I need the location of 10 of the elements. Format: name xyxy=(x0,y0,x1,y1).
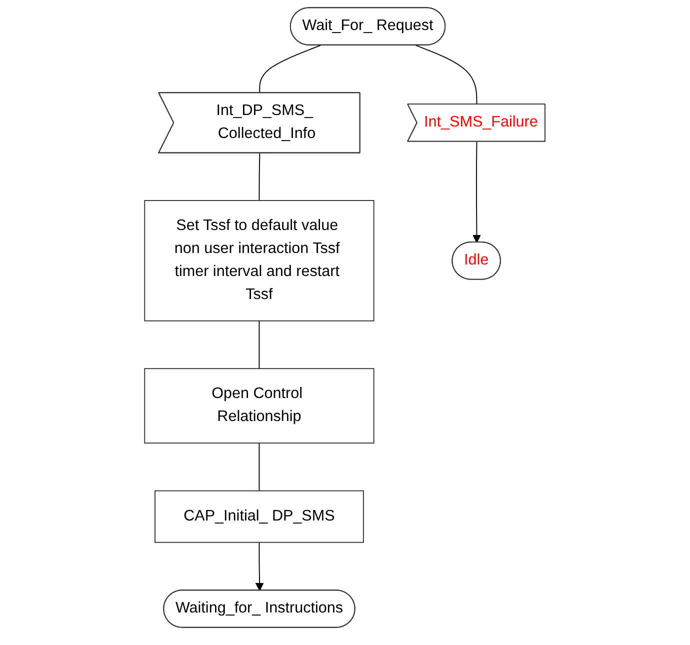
connector xyxy=(258,442,260,492)
connector xyxy=(416,44,478,106)
node-box: CAP_Initial_ DP_SMS xyxy=(154,490,364,543)
node-box: Open Control Relationship xyxy=(144,368,374,444)
connector xyxy=(259,44,322,94)
arrow xyxy=(472,141,482,243)
connector xyxy=(258,320,260,370)
arrow xyxy=(256,542,264,591)
node-box: Set Tssf to default value non user interaction Tssf timer interval and restart Tssf xyxy=(144,200,374,322)
connector xyxy=(258,152,260,201)
